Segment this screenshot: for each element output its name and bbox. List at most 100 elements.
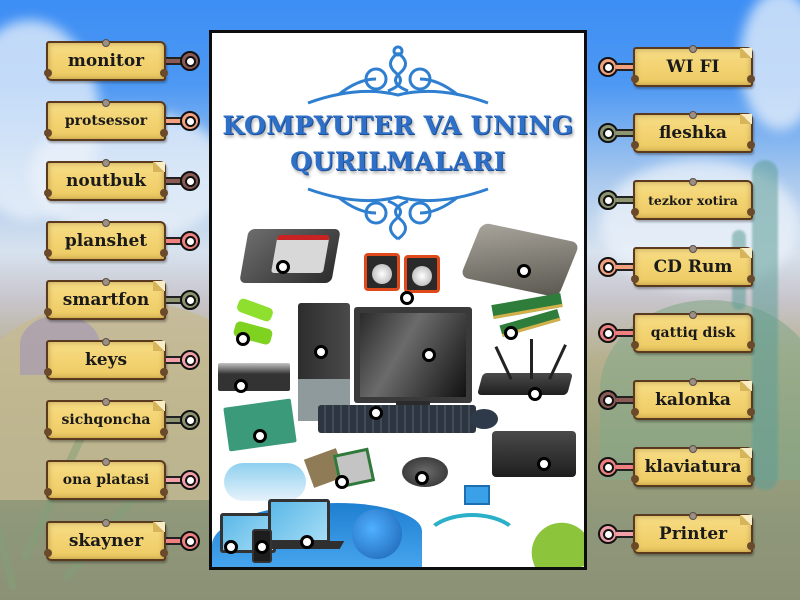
cactus (752, 160, 778, 490)
label-text: tezkor xotira (648, 192, 738, 208)
label-skayner[interactable]: skayner (44, 519, 168, 561)
connector-knob-icon[interactable] (180, 171, 200, 191)
pin-icon (102, 338, 110, 346)
connector (166, 117, 182, 125)
pin-icon (689, 311, 697, 319)
label-planshet[interactable]: planshet (44, 219, 168, 261)
bottom-ornament-icon (307, 187, 489, 241)
hotspot-motherboard[interactable] (253, 429, 267, 443)
hotspot-smartphone[interactable] (255, 540, 269, 554)
label-text: keys (84, 350, 128, 370)
mouse-image (470, 409, 498, 429)
hotspot-hard-disk[interactable] (276, 260, 290, 274)
connector-knob-icon[interactable] (598, 390, 618, 410)
pin-icon (102, 219, 110, 227)
pin-icon (689, 445, 697, 453)
title-line-1: KOMPYUTER VA UNING (222, 111, 574, 140)
connector-knob-icon[interactable] (598, 57, 618, 77)
pin-icon (689, 245, 697, 253)
label-text: fleshka (659, 123, 727, 143)
top-ornament-icon (307, 45, 489, 105)
pin-icon (102, 159, 110, 167)
scanner-image (460, 222, 580, 298)
connector-knob-icon[interactable] (598, 190, 618, 210)
pin-icon (689, 111, 697, 119)
connector-knob-icon[interactable] (180, 410, 200, 430)
diagram-panel: KOMPYUTER VA UNING QURILMALARI (209, 30, 587, 570)
connector-knob-icon[interactable] (180, 470, 200, 490)
connector-knob-icon[interactable] (598, 123, 618, 143)
cd-drive-image (218, 363, 290, 391)
connector-knob-icon[interactable] (598, 457, 618, 477)
label-text: noutbuk (66, 171, 146, 191)
label-smartfon[interactable]: smartfon (44, 278, 168, 320)
label-text: WI FI (666, 57, 720, 77)
title-line-2: QURILMALARI (290, 147, 506, 176)
label-noutbuk[interactable]: noutbuk (44, 159, 168, 201)
label-text: protsessor (64, 113, 148, 129)
label-wi-fi[interactable]: WI FI (631, 45, 755, 87)
connector-knob-icon[interactable] (598, 257, 618, 277)
hotspot-speakers[interactable] (400, 291, 414, 305)
hotspot-system-unit[interactable] (314, 345, 328, 359)
connector (166, 476, 182, 484)
hotspot-laptop[interactable] (300, 535, 314, 549)
usb-flash-image (235, 297, 275, 323)
pin-icon (102, 278, 110, 286)
connector (616, 63, 634, 71)
hard-disk-image (239, 229, 341, 283)
label-sichqoncha[interactable]: sichqoncha (44, 398, 168, 440)
label-ona-platasi[interactable]: ona platasi (44, 458, 168, 500)
label-protsessor[interactable]: protsessor (44, 99, 168, 141)
label-tezkor-xotira[interactable]: tezkor xotira (631, 178, 755, 220)
connector-knob-icon[interactable] (598, 323, 618, 343)
hotspot-wifi-router[interactable] (528, 387, 542, 401)
hotspot-printer[interactable] (537, 457, 551, 471)
hotspot-monitor[interactable] (422, 348, 436, 362)
label-text: monitor (67, 51, 145, 71)
hotspot-ram[interactable] (504, 326, 518, 340)
hotspot-mouse[interactable] (415, 471, 429, 485)
speakers-image (404, 255, 440, 293)
connector-knob-icon[interactable] (180, 51, 200, 71)
label-text: planshet (64, 231, 148, 251)
hotspot-cd-drive[interactable] (234, 379, 248, 393)
connector (166, 296, 182, 304)
keyboard-image (318, 405, 476, 433)
label-keys[interactable]: keys (44, 338, 168, 380)
hotspot-scanner[interactable] (517, 264, 531, 278)
hotspot-usb-flash[interactable] (236, 332, 250, 346)
label-text: skayner (68, 531, 144, 551)
connector (616, 329, 634, 337)
connector (616, 129, 634, 137)
wifi-router-image (477, 373, 573, 395)
hotspot-tablet[interactable] (224, 540, 238, 554)
connector-knob-icon[interactable] (598, 524, 618, 544)
pin-icon (689, 178, 697, 186)
label-qattiq-disk[interactable]: qattiq disk (631, 311, 755, 353)
connector-knob-icon[interactable] (180, 531, 200, 551)
label-kalonka[interactable]: kalonka (631, 378, 755, 420)
label-cd-rum[interactable]: CD Rum (631, 245, 755, 287)
globe-image (352, 509, 402, 559)
pin-icon (102, 39, 110, 47)
pin-icon (689, 378, 697, 386)
label-monitor[interactable]: monitor (44, 39, 168, 81)
router-antenna (530, 339, 533, 379)
label-text: ona platasi (62, 472, 150, 488)
pin-icon (689, 45, 697, 53)
connector (616, 463, 634, 471)
hotspot-cpu[interactable] (335, 475, 349, 489)
hotspot-keyboard[interactable] (369, 406, 383, 420)
connector-knob-icon[interactable] (180, 350, 200, 370)
label-printer[interactable]: Printer (631, 512, 755, 554)
network-sync-image (422, 513, 522, 567)
label-fleshka[interactable]: fleshka (631, 111, 755, 153)
label-klaviatura[interactable]: klaviatura (631, 445, 755, 487)
label-text: Printer (658, 524, 728, 544)
label-text: qattiq disk (650, 325, 736, 341)
connector-knob-icon[interactable] (180, 111, 200, 131)
connector-knob-icon[interactable] (180, 231, 200, 251)
connector-knob-icon[interactable] (180, 290, 200, 310)
printer-image (492, 431, 576, 477)
